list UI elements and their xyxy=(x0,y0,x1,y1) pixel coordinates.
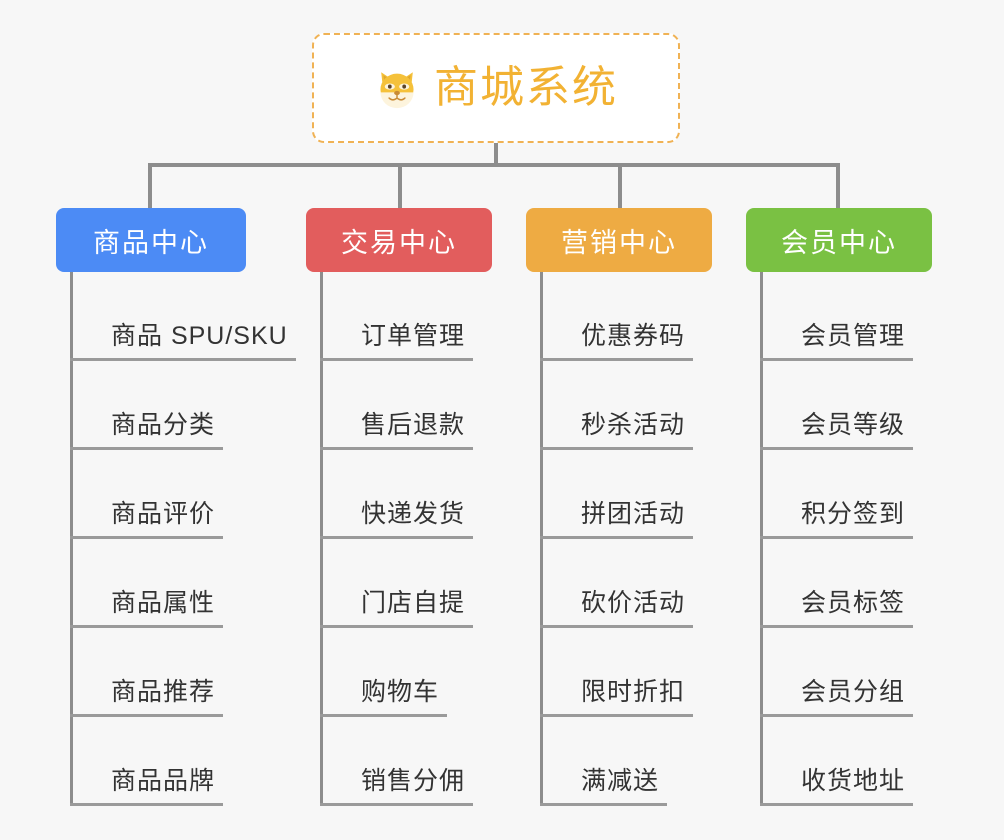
leaf-label: 购物车 xyxy=(320,672,448,717)
list-item[interactable]: 订单管理 xyxy=(320,272,492,361)
root-title: 商城系统 xyxy=(434,63,618,112)
leaf-label: 会员分组 xyxy=(760,672,914,717)
leaf-list-3: 优惠券码 秒杀活动 拼团活动 砍价活动 限时折扣 满减送 xyxy=(540,272,712,806)
branch-column-1: 商品中心 商品 SPU/SKU 商品分类 商品评价 商品属性 商品推荐 商品品牌 xyxy=(56,208,296,822)
connector-drop-3 xyxy=(618,163,622,210)
connector-drop-2 xyxy=(398,163,402,210)
leaf-label: 门店自提 xyxy=(320,583,474,628)
list-item[interactable]: 积分签到 xyxy=(760,450,932,539)
branch-header-3-label: 营销中心 xyxy=(561,227,677,258)
list-item[interactable]: 门店自提 xyxy=(320,539,492,628)
leaf-label: 售后退款 xyxy=(320,405,474,450)
list-item[interactable]: 会员分组 xyxy=(760,628,932,717)
leaf-label: 积分签到 xyxy=(760,494,914,539)
list-item[interactable]: 收货地址 xyxy=(760,717,932,806)
leaf-label: 销售分佣 xyxy=(320,761,474,806)
leaf-list-4: 会员管理 会员等级 积分签到 会员标签 会员分组 收货地址 xyxy=(760,272,932,806)
shiba-dog-face-icon xyxy=(374,65,420,111)
leaf-label: 订单管理 xyxy=(320,316,474,361)
connector-horizontal-bus xyxy=(150,163,840,167)
list-item[interactable]: 销售分佣 xyxy=(320,717,492,806)
list-item[interactable]: 会员标签 xyxy=(760,539,932,628)
leaf-label: 优惠券码 xyxy=(540,316,694,361)
connector-drop-1 xyxy=(148,163,152,210)
leaf-label: 会员管理 xyxy=(760,316,914,361)
leaf-label: 商品属性 xyxy=(70,583,224,628)
leaf-list-1: 商品 SPU/SKU 商品分类 商品评价 商品属性 商品推荐 商品品牌 xyxy=(70,272,296,806)
list-item[interactable]: 购物车 xyxy=(320,628,492,717)
leaf-list-2: 订单管理 售后退款 快递发货 门店自提 购物车 销售分佣 xyxy=(320,272,492,806)
branch-column-3: 营销中心 优惠券码 秒杀活动 拼团活动 砍价活动 限时折扣 满减送 xyxy=(526,208,712,822)
leaf-label: 商品评价 xyxy=(70,494,224,539)
branch-header-4[interactable]: 会员中心 xyxy=(746,208,932,272)
root-node[interactable]: 商城系统 xyxy=(312,33,680,143)
list-item[interactable]: 快递发货 xyxy=(320,450,492,539)
list-item[interactable]: 秒杀活动 xyxy=(540,361,712,450)
leaf-label: 满减送 xyxy=(540,761,668,806)
list-item[interactable]: 商品推荐 xyxy=(70,628,246,717)
leaf-label: 会员标签 xyxy=(760,583,914,628)
branch-column-4: 会员中心 会员管理 会员等级 积分签到 会员标签 会员分组 收货地址 xyxy=(746,208,932,822)
list-item[interactable]: 优惠券码 xyxy=(540,272,712,361)
leaf-label: 商品品牌 xyxy=(70,761,224,806)
leaf-label: 快递发货 xyxy=(320,494,474,539)
list-item[interactable]: 商品品牌 xyxy=(70,717,246,806)
list-item[interactable]: 限时折扣 xyxy=(540,628,712,717)
list-item[interactable]: 砍价活动 xyxy=(540,539,712,628)
list-item[interactable]: 商品属性 xyxy=(70,539,246,628)
list-item[interactable]: 商品 SPU/SKU xyxy=(70,272,296,361)
leaf-label: 砍价活动 xyxy=(540,583,694,628)
leaf-label: 拼团活动 xyxy=(540,494,694,539)
branch-header-2-label: 交易中心 xyxy=(341,227,457,258)
branch-column-2: 交易中心 订单管理 售后退款 快递发货 门店自提 购物车 销售分佣 xyxy=(306,208,492,822)
leaf-label: 会员等级 xyxy=(760,405,914,450)
list-item[interactable]: 拼团活动 xyxy=(540,450,712,539)
list-item[interactable]: 会员管理 xyxy=(760,272,932,361)
leaf-label: 秒杀活动 xyxy=(540,405,694,450)
branch-header-2[interactable]: 交易中心 xyxy=(306,208,492,272)
leaf-label: 商品 SPU/SKU xyxy=(70,316,296,361)
connector-drop-4 xyxy=(836,163,840,210)
leaf-label: 限时折扣 xyxy=(540,672,694,717)
list-item[interactable]: 商品评价 xyxy=(70,450,246,539)
branch-header-3[interactable]: 营销中心 xyxy=(526,208,712,272)
branch-header-1-label: 商品中心 xyxy=(93,227,209,258)
list-item[interactable]: 满减送 xyxy=(540,717,712,806)
list-item[interactable]: 会员等级 xyxy=(760,361,932,450)
leaf-label: 商品推荐 xyxy=(70,672,224,717)
connector-root-stem xyxy=(494,143,498,165)
branch-header-4-label: 会员中心 xyxy=(781,227,897,258)
leaf-label: 收货地址 xyxy=(760,761,914,806)
leaf-label: 商品分类 xyxy=(70,405,224,450)
list-item[interactable]: 商品分类 xyxy=(70,361,246,450)
branch-header-1[interactable]: 商品中心 xyxy=(56,208,246,272)
list-item[interactable]: 售后退款 xyxy=(320,361,492,450)
